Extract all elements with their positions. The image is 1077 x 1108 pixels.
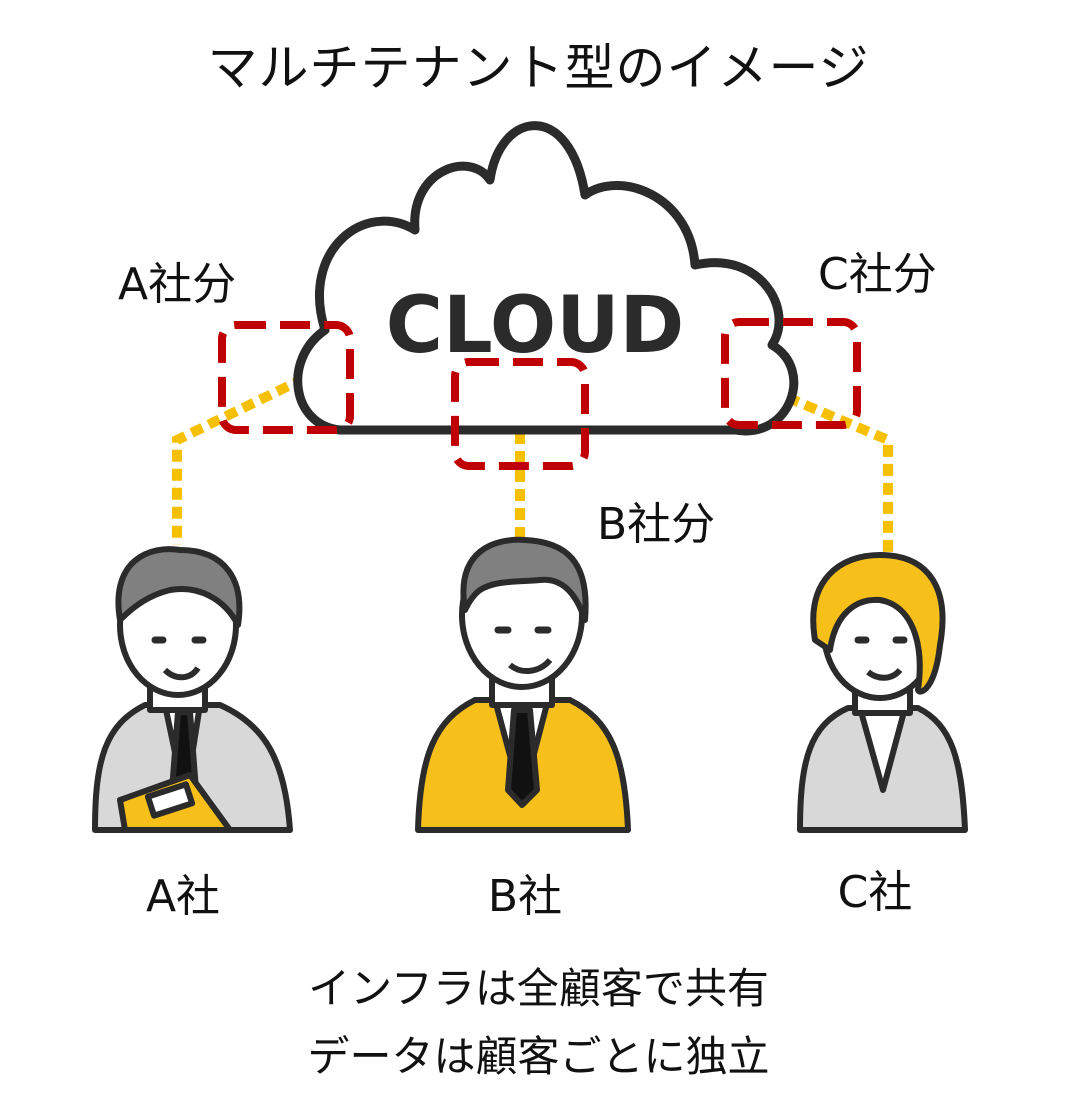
tenant-box-a: [218, 321, 354, 434]
connectors: [172, 373, 893, 555]
tenant-box-b: [451, 358, 589, 470]
person-a-illustration: [92, 546, 293, 833]
cloud-shape: [293, 121, 799, 436]
diagram-title: マルチテナント型のイメージ: [207, 39, 870, 97]
share-label-c: C社分: [818, 249, 937, 300]
tenant-boxes: [218, 318, 861, 470]
share-label-b: B社分: [597, 499, 716, 550]
share-label-a: A社分: [118, 259, 237, 310]
company-label-c: C社: [837, 867, 913, 918]
company-label-b: B社: [487, 871, 563, 922]
connector-c: [768, 385, 893, 555]
cloud-label: CLOUD: [386, 281, 685, 371]
connector-a: [172, 373, 308, 545]
caption-data-isolated: データは顧客ごとに独立: [307, 1032, 770, 1081]
person-b-illustration: [415, 536, 631, 833]
tenant-box-c: [721, 318, 861, 429]
company-label-a: A社: [145, 871, 221, 922]
caption-infrastructure-shared: インフラは全顧客で共有: [308, 964, 769, 1013]
person-c-illustration: [797, 552, 968, 833]
